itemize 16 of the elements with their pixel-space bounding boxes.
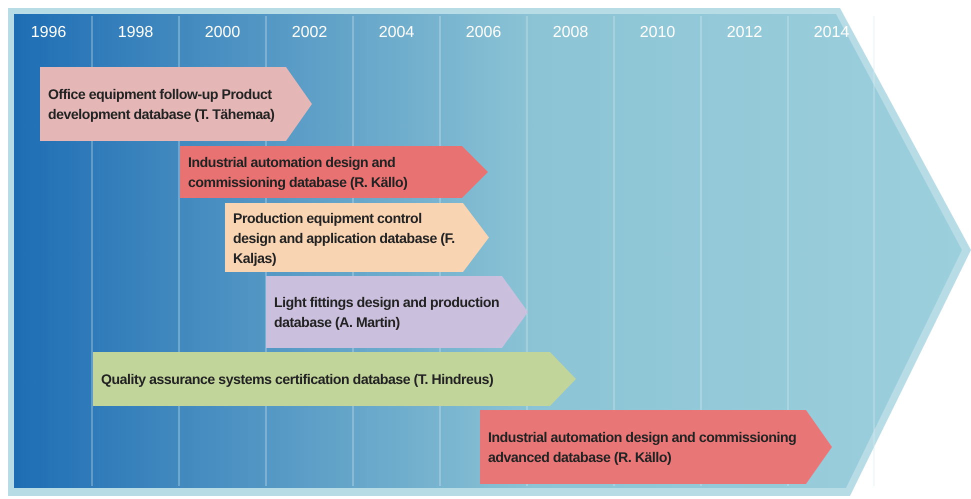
timeline-bar: Quality assurance systems certification database (T. Hindreus) — [93, 352, 576, 406]
year-label: 2010 — [638, 24, 676, 42]
timeline-bar: Industrial automation design and commissioning advanced database (R. Källo) — [480, 410, 832, 484]
year-label: 2014 — [812, 24, 850, 42]
year-label: 2000 — [204, 24, 242, 42]
timeline-bar: Office equipment follow-up Product development database (T. Tähemaa) — [40, 67, 312, 141]
year-label: 2004 — [378, 24, 416, 42]
year-label: 2006 — [464, 24, 502, 42]
year-label: 2008 — [552, 24, 590, 42]
timeline-bar: Industrial automation design and commissioning database (R. Källo) — [180, 146, 488, 198]
year-label: 1998 — [116, 24, 154, 42]
timeline-bar: Light fittings design and production database (A. Martin) — [266, 276, 528, 348]
timeline-bar: Production equipment control design and application database (F. Kaljas) — [225, 203, 489, 272]
year-label: 2002 — [290, 24, 328, 42]
year-label: 1996 — [30, 24, 68, 42]
year-label: 2012 — [726, 24, 764, 42]
